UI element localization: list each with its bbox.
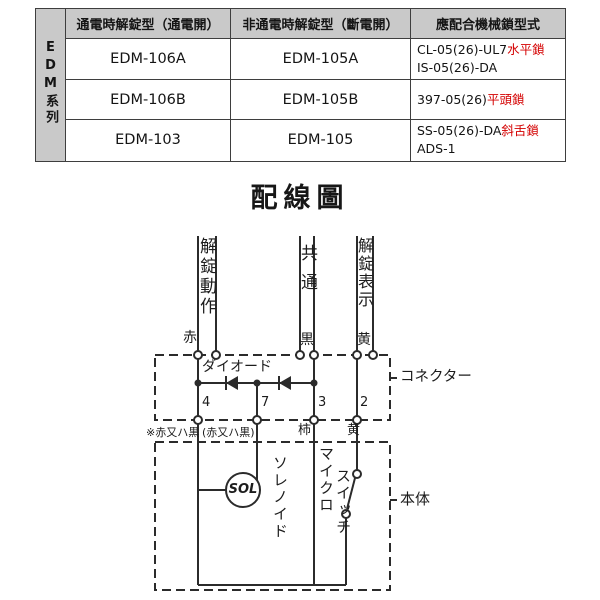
body-box [154,441,391,591]
lock-main: 397-05(26) [417,91,487,107]
label-ticks [390,377,397,501]
terminal-3: 3 [318,395,327,410]
lock-line: 397-05(26)平頭鎖 [417,91,561,109]
table-row: EDM-106A EDM-105A CL-05(26)-UL7水平鎖 IS-05… [36,37,566,81]
lock-type-red: 水平鎖 [507,42,545,57]
lock-type-red: 平頭鎖 [486,91,525,107]
lock-main: SS-05(26)-DA [417,123,502,139]
label-solenoid: ソレノイド [271,455,289,540]
col-header-lock: 應配合機械鎖型式 [410,8,566,39]
label-micro: マイクロ [317,446,335,514]
label-body: 本体 [400,490,431,508]
incoming-wires [197,236,374,351]
switch-blade [346,477,356,510]
switch-contact-top [352,469,362,479]
series-label-cell: EDM系列 [35,8,66,162]
label-wire-black: 黒 [300,332,314,348]
terminal-4: 4 [202,395,211,410]
label-note-red-or-black: ※赤又ハ黒 [146,426,200,439]
label-unlock-indicator: 解錠表示 [355,237,374,309]
label-unlock-action: 解錠動作 [196,237,216,317]
model-table: EDM系列 通電時解錠型（通電開） 非通電時解錠型（斷電開） 應配合機械鎖型式 … [35,8,566,162]
connector-inner-wires [197,359,358,416]
label-yellow-lower: 黄 [347,423,361,438]
lock-cell: 397-05(26)平頭鎖 [410,79,566,121]
model-unpowered: EDM-105B [230,79,411,121]
label-switch: スイッチ [334,468,352,536]
model-unpowered: EDM-105 [230,119,411,162]
lock-cell: SS-05(26)-DA斜舌鎖 ADS-1 [410,119,566,162]
diode-bars [225,376,280,390]
label-wire-red: 赤 [183,330,197,346]
lock-extra: IS-05(26)-DA [417,60,498,76]
model-powered: EDM-103 [65,119,231,162]
label-connector: コネクター [400,369,472,385]
label-red-or-black-paren: (赤又ハ黒) [202,426,255,439]
label-common: 共通 [297,244,317,302]
lock-line: CL-05(26)-UL7水平鎖 [417,41,561,59]
terminal-circles [193,350,378,519]
switch-contact-bottom [341,509,351,519]
terminal-2: 2 [360,395,369,410]
lock-extra: ADS-1 [417,141,456,157]
label-diode: ダイオード [202,359,272,375]
lock-main: CL-05(26)-UL7 [417,42,508,57]
body-wires [197,424,358,585]
connector-box [154,354,391,421]
terminal-7: 7 [261,395,270,410]
table-header-row: EDM系列 通電時解錠型（通電開） 非通電時解錠型（斷電開） 應配合機械鎖型式 [35,8,566,162]
solenoid-circle [225,472,261,508]
table-row: EDM-103 EDM-105 SS-05(26)-DA斜舌鎖 ADS-1 [36,119,566,162]
lock-line: SS-05(26)-DA斜舌鎖 [417,122,561,140]
label-wire-yellow: 黄 [357,332,371,348]
lock-cell: CL-05(26)-UL7水平鎖 IS-05(26)-DA [410,37,566,81]
series-label: EDM系列 [43,39,58,126]
model-unpowered: EDM-105A [230,37,411,81]
label-sol: SOL [228,482,258,497]
lock-type-red: 斜舌鎖 [501,123,539,139]
diagram-title: 配線圖 [250,183,350,214]
model-powered: EDM-106A [65,37,231,81]
diode-symbols [194,376,318,390]
label-persimmon: 柿 [298,423,312,438]
